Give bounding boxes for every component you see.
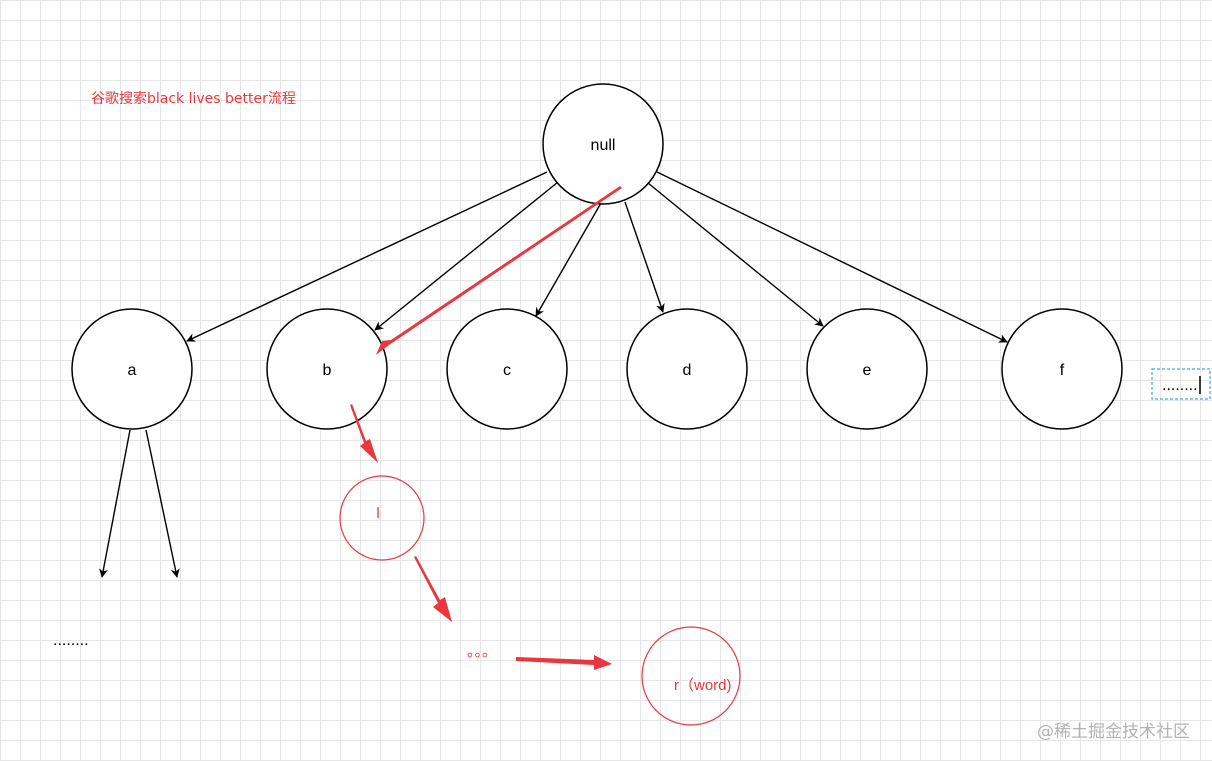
edge-null-a bbox=[186, 171, 548, 342]
edge-null-b bbox=[374, 181, 559, 331]
diagram-title: 谷歌搜索black lives better流程 bbox=[91, 90, 296, 107]
node-l-label: l bbox=[376, 505, 379, 522]
edge-null-e bbox=[647, 182, 824, 327]
node-d-label: d bbox=[683, 362, 692, 379]
edge-null-f bbox=[656, 171, 1008, 343]
node-c-label: c bbox=[503, 362, 511, 379]
path-arrow-null-b bbox=[376, 186, 622, 355]
node-c: c bbox=[446, 308, 568, 430]
node-null-label: null bbox=[591, 137, 616, 154]
below-a-dots: ........ bbox=[53, 632, 89, 649]
node-a: a bbox=[71, 308, 193, 430]
root-edges bbox=[186, 171, 1008, 343]
edge-null-c bbox=[535, 202, 602, 317]
node-l: l bbox=[339, 475, 425, 561]
path-arrow-b-l bbox=[350, 404, 378, 463]
node-f-label: f bbox=[1060, 362, 1065, 379]
edge-null-d bbox=[624, 201, 665, 313]
path-arrow-l-ellipsis bbox=[414, 556, 452, 622]
more-children-box[interactable]: ........ bbox=[1151, 368, 1211, 400]
node-r-word: r（word) bbox=[641, 626, 741, 726]
node-e: e bbox=[806, 308, 928, 430]
edge-a-left bbox=[99, 429, 131, 578]
node-b: b bbox=[266, 308, 388, 430]
node-a-label: a bbox=[128, 362, 137, 379]
node-r-word-label: r（word) bbox=[674, 677, 732, 694]
node-e-label: e bbox=[863, 362, 872, 379]
node-null: null bbox=[542, 83, 664, 205]
node-b-label: b bbox=[323, 362, 332, 379]
path-ellipsis: 。。。 bbox=[467, 643, 497, 660]
path-arrow-ellipsis-r bbox=[516, 655, 612, 670]
node-d: d bbox=[626, 308, 748, 430]
more-children-label: ........ bbox=[1162, 377, 1198, 394]
search-path-arrows bbox=[350, 186, 622, 670]
node-f: f bbox=[1001, 308, 1123, 430]
watermark: @稀土掘金技术社区 bbox=[1037, 722, 1190, 742]
a-child-edges bbox=[99, 429, 180, 578]
edge-a-right bbox=[145, 429, 180, 578]
